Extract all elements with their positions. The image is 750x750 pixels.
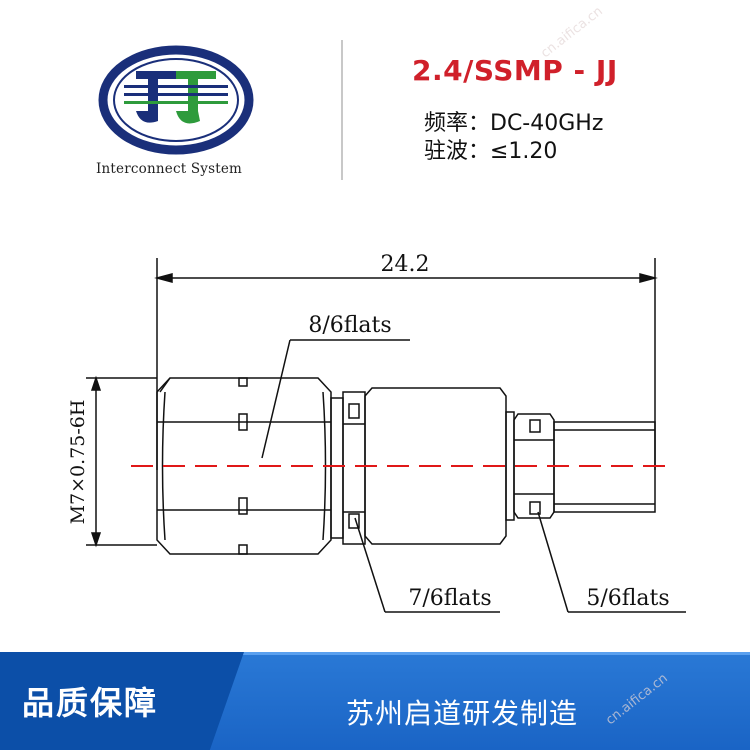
nut-notch	[238, 497, 248, 515]
spec-vswr: 驻波：≤1.20	[424, 139, 558, 164]
logo-emblem-icon	[98, 45, 254, 155]
manufacturer-label: 苏州启道研发制造	[346, 697, 579, 730]
hex-7	[342, 391, 366, 545]
nut-notch	[238, 413, 248, 431]
product-title: 2.4/SSMP - JJ	[412, 54, 618, 87]
leader-5	[537, 511, 569, 613]
collar	[330, 397, 344, 539]
callout-8-label: 8/6flats	[308, 313, 391, 338]
step-collar	[505, 411, 515, 521]
footer-topline	[0, 652, 750, 655]
footer-banner: 品质保障 苏州启道研发制造	[0, 652, 750, 750]
callout-7-label: 7/6flats	[408, 586, 491, 611]
arrow-down-icon	[90, 532, 102, 548]
logo-caption: Interconnect System	[96, 161, 243, 177]
spec-frequency: 频率：DC-40GHz	[424, 111, 604, 136]
footer-left-block	[0, 652, 244, 750]
header-divider	[341, 40, 343, 180]
nut-notch	[238, 377, 248, 387]
company-logo	[96, 45, 256, 185]
callout-5-label: 5/6flats	[586, 586, 669, 611]
hex-nut-8	[156, 377, 332, 555]
barrel-body	[364, 387, 507, 545]
arrow-up-icon	[90, 375, 102, 391]
nut-notch	[238, 544, 248, 555]
thread-label: M7×0.75-6H	[67, 400, 89, 525]
leader-7	[354, 517, 386, 613]
arrow-right-icon	[639, 273, 658, 283]
pin-barrel	[553, 421, 656, 513]
leader-8	[261, 339, 291, 459]
quality-label: 品质保障	[22, 684, 159, 722]
arrow-left-icon	[154, 273, 173, 283]
overall-length-label: 24.2	[381, 252, 430, 277]
